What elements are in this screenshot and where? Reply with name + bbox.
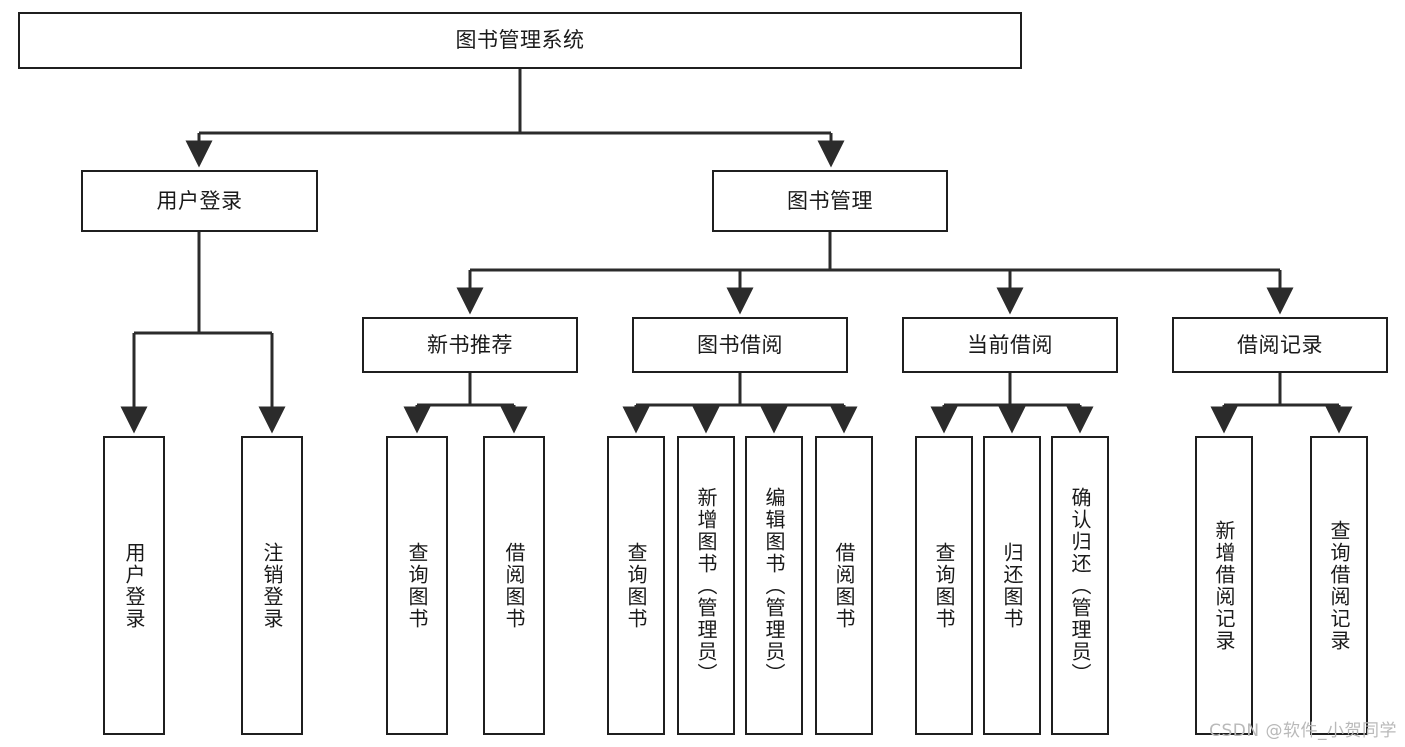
node-level3[interactable]: 新书推荐 [362, 317, 578, 373]
node-label: 用户登录 [122, 541, 146, 630]
node-label: 借阅图书 [502, 541, 526, 630]
node-label: 查询图书 [624, 541, 648, 630]
node-level3[interactable]: 借阅记录 [1172, 317, 1388, 373]
new-book-recommend-to-leaves-connectors [403, 373, 528, 434]
user-login-to-leaves-connectors [120, 232, 286, 434]
node-label: 用户登录 [156, 188, 243, 213]
borrow-record-to-leaves-connectors [1210, 373, 1353, 434]
node-leaf[interactable]: 查询图书 [915, 436, 973, 735]
node-level2[interactable]: 用户登录 [81, 170, 318, 232]
node-label: 图书管理 [787, 188, 873, 213]
node-leaf[interactable]: 借阅图书 [483, 436, 545, 735]
node-leaf[interactable]: 编辑图书（管理员） [745, 436, 803, 735]
node-label: 编辑图书（管理员） [762, 486, 786, 685]
node-leaf[interactable]: 新增借阅记录 [1195, 436, 1253, 735]
node-label: 借阅记录 [1237, 332, 1323, 357]
node-label: 查询借阅记录 [1327, 519, 1351, 652]
node-label: 当前借阅 [967, 332, 1053, 357]
node-leaf[interactable]: 归还图书 [983, 436, 1041, 735]
node-root[interactable]: 图书管理系统 [18, 12, 1022, 69]
node-label: 归还图书 [1000, 541, 1024, 630]
node-leaf[interactable]: 确认归还（管理员） [1051, 436, 1109, 735]
node-leaf[interactable]: 查询图书 [607, 436, 665, 735]
node-label: 查询图书 [405, 541, 429, 630]
current-borrow-to-leaves-connectors [930, 373, 1094, 434]
node-level2[interactable]: 图书管理 [712, 170, 948, 232]
node-leaf[interactable]: 用户登录 [103, 436, 165, 735]
node-label: 新增图书（管理员） [694, 486, 718, 685]
node-label: 查询图书 [932, 541, 956, 630]
book-borrow-to-leaves-connectors [622, 373, 858, 434]
node-level3[interactable]: 当前借阅 [902, 317, 1118, 373]
node-label: 图书管理系统 [455, 28, 585, 53]
node-leaf[interactable]: 借阅图书 [815, 436, 873, 735]
book-management-to-level3-connectors [456, 232, 1294, 315]
node-label: 注销登录 [260, 541, 284, 630]
node-label: 确认归还（管理员） [1068, 486, 1092, 685]
node-leaf[interactable]: 注销登录 [241, 436, 303, 735]
node-leaf[interactable]: 查询借阅记录 [1310, 436, 1368, 735]
node-label: 借阅图书 [832, 541, 856, 630]
node-leaf[interactable]: 查询图书 [386, 436, 448, 735]
node-leaf[interactable]: 新增图书（管理员） [677, 436, 735, 735]
node-label: 图书借阅 [697, 332, 783, 357]
root-to-level2-connectors [185, 69, 845, 168]
node-label: 新书推荐 [427, 332, 513, 357]
node-label: 新增借阅记录 [1212, 519, 1236, 652]
node-level3[interactable]: 图书借阅 [632, 317, 848, 373]
